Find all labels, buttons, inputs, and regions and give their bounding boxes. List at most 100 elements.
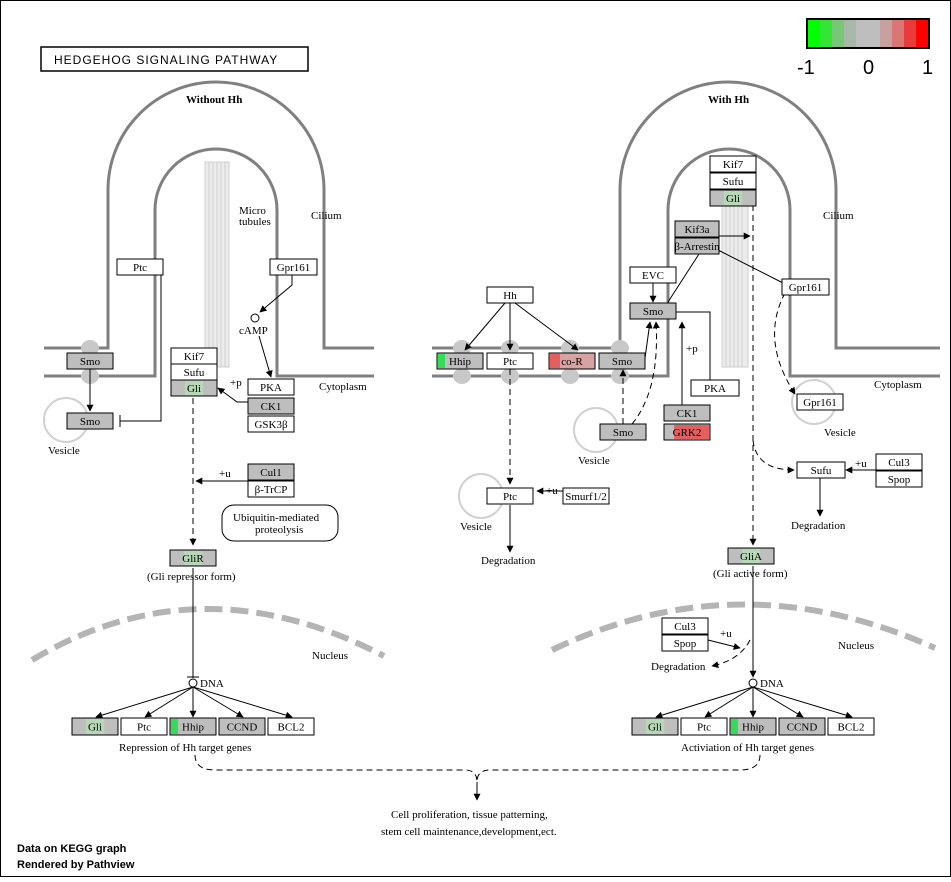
gene-node-label: Gli — [88, 722, 102, 734]
gene-node-r-kif3a[interactable]: Kif3a — [674, 220, 720, 238]
gene-node-label: Cul3 — [888, 457, 910, 469]
gene-node-box — [709, 172, 757, 190]
gene-node-r-grk2[interactable]: GRK2 — [663, 423, 711, 441]
gene-node-l-cul1[interactable]: Cul1 — [247, 463, 295, 481]
gene-node-label: Sufu — [811, 465, 832, 477]
gene-node-l-ck1[interactable]: CK1 — [247, 397, 295, 415]
gene-node-label: PKA — [260, 382, 282, 394]
gene-node-r-spop[interactable]: Spop — [875, 470, 923, 488]
ubiquitin-line1: Ubiquitin-mediated — [233, 512, 320, 524]
gene-node-label: Cul1 — [260, 467, 281, 479]
gene-node-l-t-hhip[interactable]: Hhip — [169, 717, 217, 736]
gene-node-l-btrcp[interactable]: β-TrCP — [247, 480, 295, 498]
gene-node-m-hhip[interactable]: Hhip — [436, 352, 484, 370]
legend-swatch — [808, 20, 820, 47]
gene-node-r-t-hhip[interactable]: Hhip — [729, 717, 777, 736]
gene-node-l-ptc[interactable]: Ptc — [116, 258, 164, 276]
gene-node-l-glir[interactable]: GliR — [169, 549, 217, 567]
color-legend — [806, 18, 930, 49]
gene-node-m-smurf[interactable]: Smurf1/2 — [562, 487, 610, 505]
gene-node-label: GliR — [182, 553, 204, 565]
gene-node-r-t-bcl2[interactable]: BCL2 — [827, 717, 875, 736]
gene-node-r-evc[interactable]: EVC — [629, 266, 677, 284]
gene-node-l-smo-mem[interactable]: Smo — [66, 352, 114, 370]
gene-node-label: Spop — [888, 474, 911, 486]
dna-right-label: DNA — [760, 678, 784, 690]
gene-node-r-t-gli[interactable]: Gli — [631, 717, 679, 736]
gene-node-r-glia[interactable]: GliA — [727, 547, 775, 565]
gene-node-l-gli[interactable]: Gli — [170, 379, 218, 397]
gene-node-m-smo-mem[interactable]: Smo — [598, 352, 646, 370]
gene-node-r-sufu[interactable]: Sufu — [796, 461, 846, 479]
gene-node-r-gli-top[interactable]: Gli — [709, 189, 757, 207]
gene-node-l-smo-ves[interactable]: Smo — [66, 412, 114, 430]
gene-node-label: CK1 — [261, 401, 282, 413]
gene-node-box — [796, 393, 844, 411]
gene-node-box — [729, 717, 777, 736]
gene-node-r-spop-nuc[interactable]: Spop — [661, 634, 709, 652]
gene-node-r-gpr161[interactable]: Gpr161 — [781, 278, 830, 296]
gene-node-r-t-ptc[interactable]: Ptc — [680, 717, 728, 736]
gene-node-r-cul3[interactable]: Cul3 — [875, 453, 923, 471]
gene-node-label: Gli — [726, 193, 740, 205]
gene-node-l-t-ccnd[interactable]: CCND — [218, 717, 266, 736]
gene-node-l-t-ptc[interactable]: Ptc — [120, 717, 168, 736]
legend-frame — [806, 18, 930, 49]
gene-node-l-pka[interactable]: PKA — [247, 378, 295, 396]
right-nucleus-envelope — [550, 601, 937, 653]
gene-node-box — [796, 461, 846, 479]
tubules-label: tubules — [239, 216, 271, 228]
legend-swatch — [856, 20, 868, 47]
gene-node-l-kif7[interactable]: Kif7 — [170, 347, 218, 365]
gene-node-m-ptc-ves[interactable]: Ptc — [486, 487, 534, 505]
gene-node-box — [598, 352, 646, 370]
gene-node-label: Smo — [80, 416, 101, 428]
gene-node-r-barrestin[interactable]: β-Arrestin — [674, 237, 720, 255]
gene-node-label: Kif7 — [723, 159, 744, 171]
gene-node-r-pka[interactable]: PKA — [690, 379, 740, 397]
gene-node-box — [218, 717, 266, 736]
plus-u-mid-label: +u — [546, 485, 558, 497]
gene-node-m-cor[interactable]: co-R — [548, 352, 596, 370]
gene-node-m-smo-ves[interactable]: Smo — [599, 423, 647, 441]
vesicle-right-label: Vesicle — [824, 427, 856, 439]
gene-node-r-t-ccnd[interactable]: CCND — [778, 717, 826, 736]
gene-node-r-cul3-nuc[interactable]: Cul3 — [661, 617, 709, 635]
legend-mid-label: 0 — [863, 57, 874, 79]
gene-node-r-smo[interactable]: Smo — [629, 302, 677, 320]
gene-node-label: Ptc — [137, 722, 151, 734]
gene-node-l-t-bcl2[interactable]: BCL2 — [267, 717, 315, 736]
outcome-line2: stem cell maintenance,development,ect. — [381, 826, 557, 838]
gene-node-l-gsk3b[interactable]: GSK3β — [247, 415, 295, 433]
right-membrane — [432, 80, 940, 378]
dna-left-label: DNA — [200, 678, 224, 690]
gene-node-label: Hhip — [182, 722, 205, 734]
gene-node-r-gpr161-ves[interactable]: Gpr161 — [796, 393, 844, 411]
gene-node-r-sufu-top[interactable]: Sufu — [709, 172, 757, 190]
outcome-line1: Cell proliferation, tissue patterning, — [391, 809, 548, 821]
gene-node-l-t-gli[interactable]: Gli — [71, 717, 119, 736]
cilium-left-label: Cilium — [311, 210, 342, 222]
gene-node-label: BCL2 — [838, 722, 865, 734]
gene-node-m-ptc[interactable]: Ptc — [486, 352, 534, 370]
gene-node-label: Spop — [674, 638, 697, 650]
gene-node-box — [267, 717, 315, 736]
gene-node-l-gpr161[interactable]: Gpr161 — [269, 258, 318, 276]
gene-node-box — [599, 423, 647, 441]
gene-node-box — [629, 302, 677, 320]
nucleus-right-label: Nucleus — [838, 640, 874, 652]
gene-node-r-kif7[interactable]: Kif7 — [709, 155, 757, 173]
with-hh-label: With Hh — [708, 94, 749, 106]
gene-node-label: Gpr161 — [803, 397, 837, 409]
gene-node-label: Ptc — [697, 722, 711, 734]
gene-node-l-sufu[interactable]: Sufu — [170, 363, 218, 381]
gene-node-label: GliA — [740, 551, 762, 563]
gene-node-r-ck1[interactable]: CK1 — [663, 404, 711, 422]
gene-node-box — [680, 717, 728, 736]
gene-node-box — [661, 617, 709, 635]
gene-node-m-hh[interactable]: Hh — [486, 286, 534, 304]
repression-label: Repression of Hh target genes — [119, 742, 251, 754]
vesicles — [43, 379, 837, 519]
